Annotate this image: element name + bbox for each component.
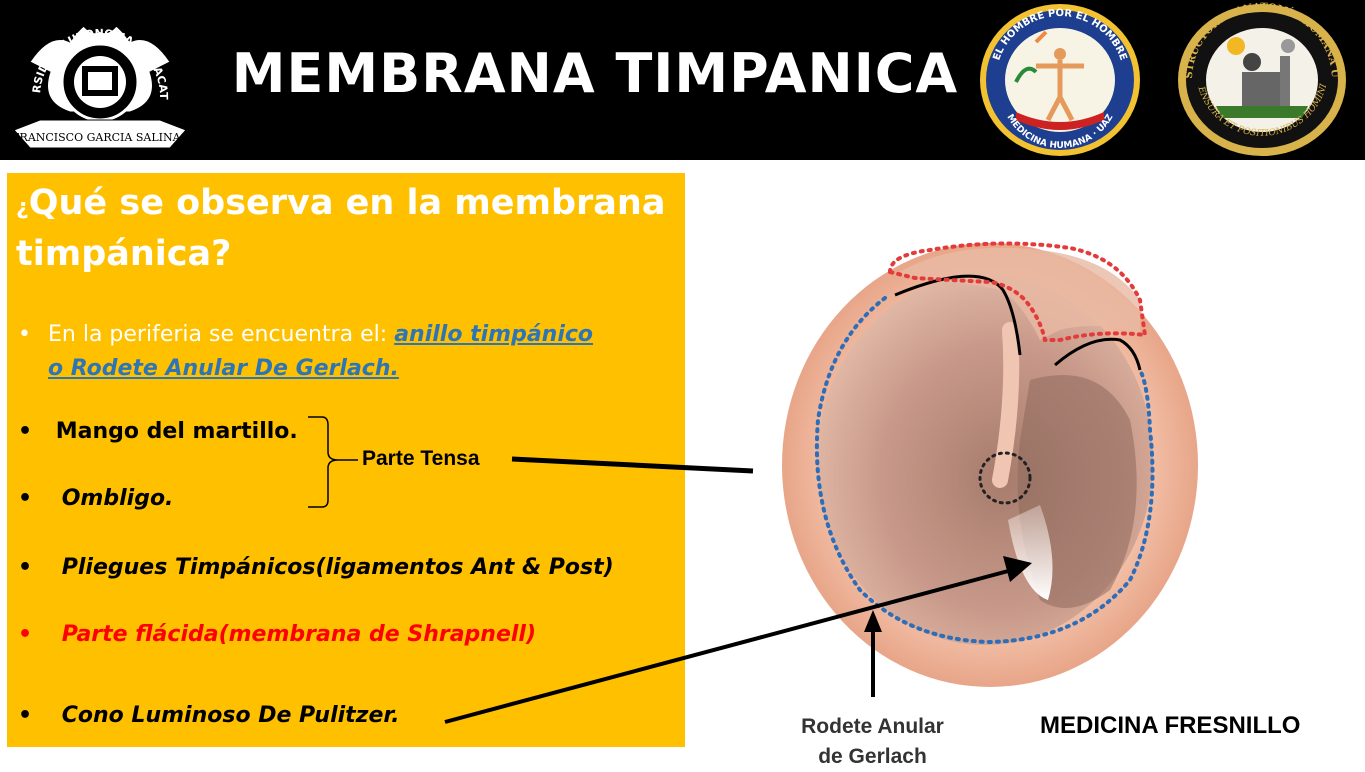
question-heading: ¿Qué se observa en la membrana timpánica… [16,180,676,277]
annulus-dotted-outline [814,296,1155,645]
parte-tensa-pointer [511,456,754,474]
parte-tensa-brace [308,416,339,508]
question-text: Qué se observa en la membrana timpánica? [16,183,666,274]
bullet-dot: • [18,322,31,347]
parte-tensa-label: Parte Tensa [362,447,480,470]
bullet-dot: • [18,703,33,728]
bullet-dot: • [18,555,33,580]
bullet-dot: • [18,486,33,511]
bullet-periferia-text: En la periferia se encuentra el: [48,322,395,347]
bullet-cono-luminoso: • Cono Luminoso De Pulitzer. [18,703,399,728]
umbo-dotted-circle [978,451,1032,505]
slide-title: MEMBRANA TIMPANICA [231,42,959,105]
rodete-anular-link[interactable]: o Rodete Anular De Gerlach. [48,356,399,381]
bullet-flacida-text: Parte flácida(membrana de Shrapnell) [61,622,537,647]
rodete-anular-label: Rodete Anular de Gerlach [760,712,985,772]
cono-luminoso-arrowhead [1003,556,1032,582]
rodete-label-line2: de Gerlach [818,745,927,768]
bullet-dot: • [18,419,33,444]
logo-left-ribbon-text: FRANCISCO GARCIA SALINAS [12,131,188,144]
bullet-pliegues-text: Pliegues Timpánicos(ligamentos Ant & Pos… [61,555,614,580]
instructores-anatomia-logo-icon: INSTRUCTORES ANATOMÍA HUMANA UAZ MENSURA… [1176,2,1346,156]
bullet-ombligo: • Ombligo. [18,486,173,511]
bullet-mango-text: Mango del martillo. [55,419,298,444]
question-mark: ¿ [16,195,29,220]
medicina-humana-logo-icon: EL HOMBRE POR EL HOMBRE MEDICINA HUMANA … [980,4,1140,156]
footer-credit: MEDICINA FRESNILLO [1040,712,1301,739]
posterior-fold-line [1054,337,1142,371]
cone-of-light [1008,505,1053,600]
header-bar: MEMBRANA TIMPANICA UNIVERSIDAD AUTONOMA … [0,0,1365,160]
anterior-fold-line [894,274,1022,356]
bullet-cono-text: Cono Luminoso De Pulitzer. [61,703,400,728]
bullet-ombligo-text: Ombligo. [61,486,174,511]
bullet-pliegues: • Pliegues Timpánicos(ligamentos Ant & P… [18,555,614,580]
malleus-handle [992,322,1020,488]
bullet-parte-flacida: • Parte flácida(membrana de Shrapnell) [18,622,536,647]
university-logo-icon: UNIVERSIDAD AUTONOMA DE ZACATECAS FRANCI… [10,2,188,149]
rodete-label-line1: Rodete Anular [801,715,944,738]
bullet-mango-martillo: • Mango del martillo. [18,419,298,444]
rodete-arrowhead [864,610,882,632]
cono-luminoso-arrow-line [444,568,1013,724]
anillo-timpanico-link[interactable]: anillo timpánico [394,322,594,347]
flaccida-dotted-outline [887,241,1148,342]
bullet-dot: • [18,622,33,647]
